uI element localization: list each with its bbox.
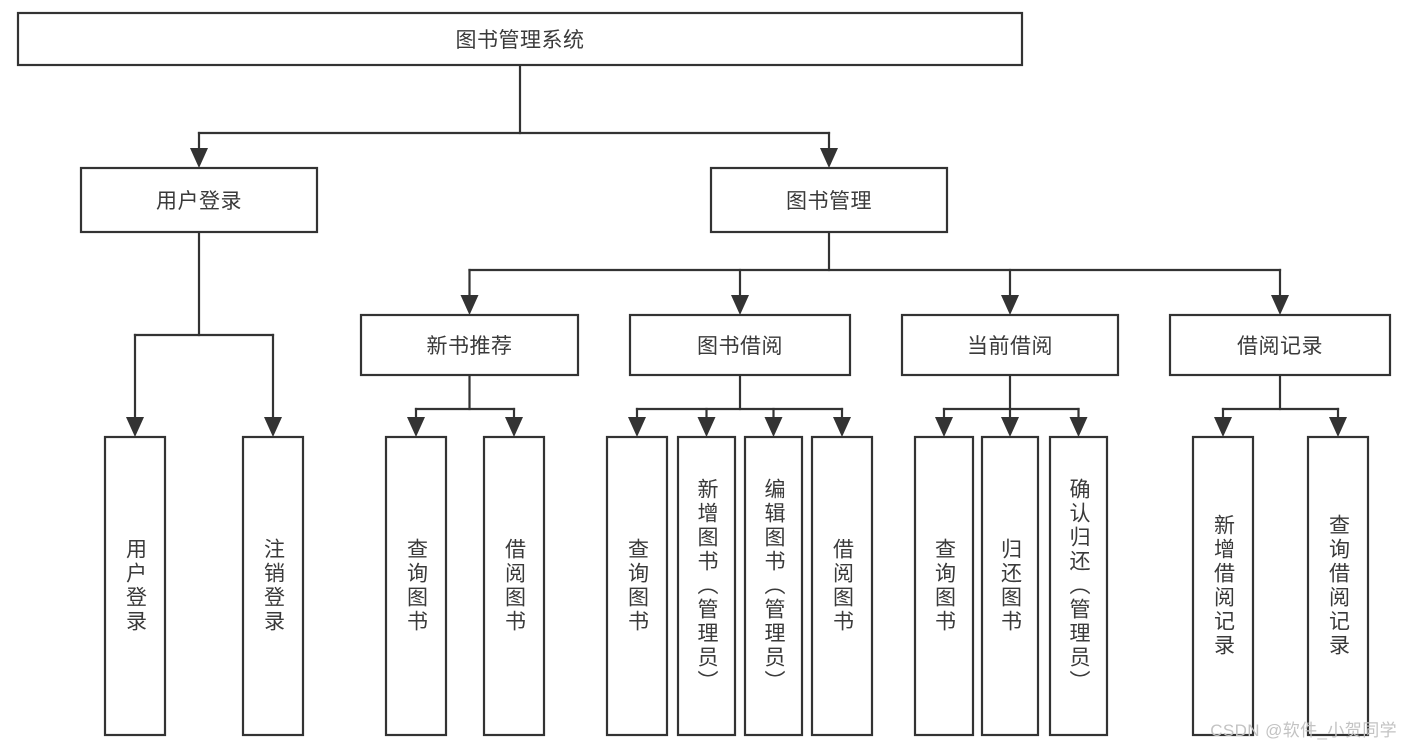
arrow-down-icon-查询图书 — [628, 417, 646, 437]
arrow-down-icon-查询借阅记录 — [1329, 417, 1347, 437]
arrow-down-icon-借阅图书 — [833, 417, 851, 437]
node-box-借阅图书[interactable] — [482, 435, 546, 737]
arrow-down-icon-归还图书 — [1001, 417, 1019, 437]
boxes-layer — [16, 11, 1392, 737]
arrow-down-icon-新增借阅记录 — [1214, 417, 1232, 437]
arrow-down-icon-图书管理 — [820, 148, 838, 168]
arrow-down-icon-确认归还管理员 — [1069, 417, 1088, 437]
arrow-down-icon-查询图书 — [935, 417, 953, 437]
node-box-查询图书[interactable] — [913, 435, 975, 737]
node-box-新书推荐[interactable] — [359, 313, 580, 377]
connectors-layer — [126, 63, 1347, 437]
node-box-归还图书[interactable] — [980, 435, 1040, 737]
node-box-编辑图书管理员[interactable] — [743, 435, 804, 737]
node-box-图书管理系统[interactable] — [16, 11, 1024, 67]
node-box-查询图书[interactable] — [384, 435, 448, 737]
node-box-图书管理[interactable] — [709, 166, 949, 234]
arrow-down-icon-查询图书 — [407, 417, 425, 437]
arrow-down-icon-借阅记录 — [1271, 295, 1289, 315]
arrow-down-icon-借阅图书 — [505, 417, 523, 437]
node-box-用户登录[interactable] — [103, 435, 167, 737]
watermark: CSDN @软件_小贺同学 — [1210, 721, 1397, 740]
node-box-用户登录[interactable] — [79, 166, 319, 234]
node-box-查询借阅记录[interactable] — [1306, 435, 1370, 737]
arrow-down-icon-用户登录 — [190, 148, 208, 168]
node-box-查询图书[interactable] — [605, 435, 669, 737]
arrow-down-icon-新书推荐 — [460, 295, 479, 315]
arrow-down-icon-当前借阅 — [1001, 295, 1019, 315]
arrow-down-icon-编辑图书管理员 — [764, 417, 783, 437]
node-box-借阅图书[interactable] — [810, 435, 874, 737]
arrow-down-icon-用户登录 — [126, 417, 144, 437]
node-box-借阅记录[interactable] — [1168, 313, 1392, 377]
node-box-确认归还管理员[interactable] — [1048, 435, 1109, 737]
arrow-down-icon-新增图书管理员 — [697, 417, 716, 437]
node-box-图书借阅[interactable] — [628, 313, 852, 377]
node-box-新增图书管理员[interactable] — [676, 435, 737, 737]
node-box-新增借阅记录[interactable] — [1191, 435, 1255, 737]
arrow-down-icon-注销登录 — [264, 417, 282, 437]
node-box-当前借阅[interactable] — [900, 313, 1120, 377]
node-box-注销登录[interactable] — [241, 435, 305, 737]
arrow-down-icon-图书借阅 — [731, 295, 749, 315]
